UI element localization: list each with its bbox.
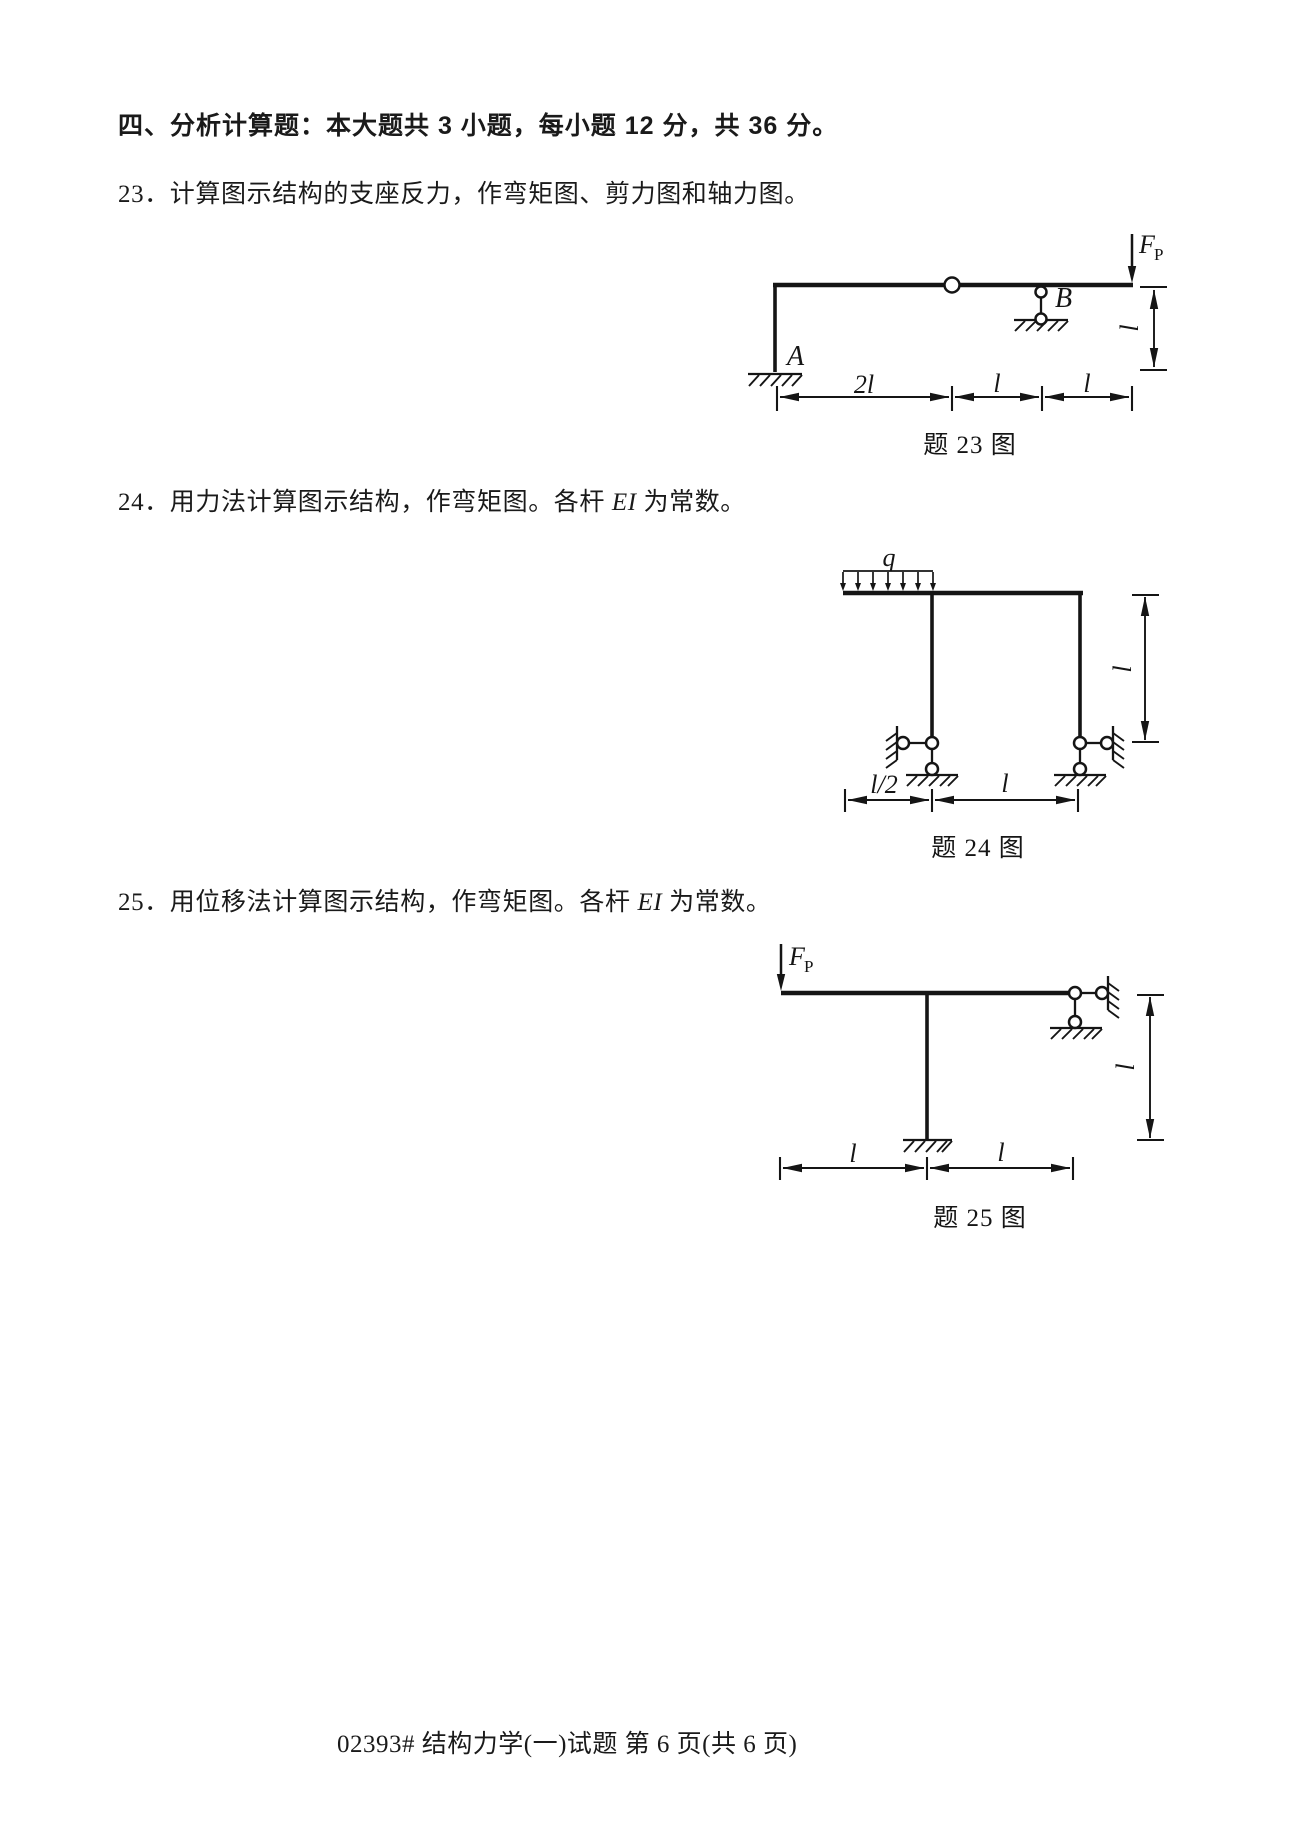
force-label: F: [1138, 230, 1156, 259]
dimension-bottom-25: l l: [778, 1138, 1075, 1180]
distributed-load-icon: [840, 570, 936, 591]
question-24-text-em: EI: [611, 489, 637, 516]
force-label-subscript: P: [1154, 245, 1163, 264]
question-25-text-part: 25．用位移法计算图示结构，作弯矩图。各杆: [118, 889, 638, 916]
diagram-23: A B F P l 2l: [748, 230, 1167, 459]
question-24-text-part: 24．用力法计算图示结构，作弯矩图。各杆: [118, 489, 612, 516]
figure-caption-23: 题 23 图: [923, 432, 1017, 459]
dimension-height-25: l: [1111, 993, 1164, 1142]
force-label: F: [788, 942, 806, 971]
question-25-text-part: 为常数。: [662, 889, 772, 916]
question-24-text-part: 为常数。: [636, 489, 746, 516]
frame-members-24: [843, 590, 1083, 737]
dim-label-l1: l: [993, 369, 1000, 398]
right-link-support-icon: [1054, 726, 1125, 787]
frame-members-23: [773, 282, 1133, 372]
section-header: 四、分析计算题：本大题共 3 小题，每小题 12 分，共 36 分。: [118, 112, 839, 140]
load-label-q: q: [883, 543, 896, 572]
question-25-text: 25．用位移法计算图示结构，作弯矩图。各杆 EI 为常数。: [118, 887, 772, 918]
dim-label-l2: l: [997, 1138, 1004, 1167]
dim-label-l2: l: [1083, 369, 1090, 398]
dimension-bottom-24: l/2 l: [843, 769, 1080, 812]
dim-label-height: l: [1108, 665, 1137, 672]
dimension-height-24: l: [1108, 593, 1159, 744]
question-24-text: 24．用力法计算图示结构，作弯矩图。各杆 EI 为常数。: [118, 487, 746, 518]
hinge-icon: [943, 276, 961, 294]
figure-caption-24: 题 24 图: [931, 835, 1025, 862]
force-arrow-Fp: [1127, 234, 1137, 283]
dim-label-height: l: [1111, 1063, 1140, 1070]
right-link-support-icon: [1050, 976, 1120, 1040]
left-link-support-icon: [885, 726, 959, 787]
frame-members-25: [781, 990, 1069, 1140]
dimension-bottom-23: 2l l l: [775, 369, 1134, 411]
node-label-A: A: [785, 341, 805, 372]
node-label-B: B: [1055, 283, 1072, 314]
dim-label-l1: l: [849, 1139, 856, 1168]
figure-caption-25: 题 25 图: [933, 1205, 1027, 1232]
question-23-text: 23．计算图示结构的支座反力，作弯矩图、剪力图和轴力图。: [118, 181, 810, 208]
fixed-support-icon: [903, 1138, 953, 1153]
dim-label-l2span: l/2: [870, 770, 897, 799]
question-25-text-em: EI: [637, 889, 663, 916]
dim-label-height: l: [1115, 324, 1144, 331]
dim-label-l: l: [1001, 769, 1008, 798]
dim-label-2l: 2l: [854, 370, 874, 399]
force-arrow-Fp: [776, 944, 786, 991]
fixed-support-A-icon: [748, 372, 803, 387]
page-footer: 02393# 结构力学(一)试题 第 6 页(共 6 页): [337, 1731, 798, 1758]
force-label-subscript: P: [804, 957, 813, 976]
link-support-B-icon: [1014, 285, 1069, 332]
diagram-24: q: [840, 543, 1159, 862]
diagram-25: F P l: [776, 942, 1164, 1232]
dimension-height-23: l: [1115, 285, 1167, 372]
